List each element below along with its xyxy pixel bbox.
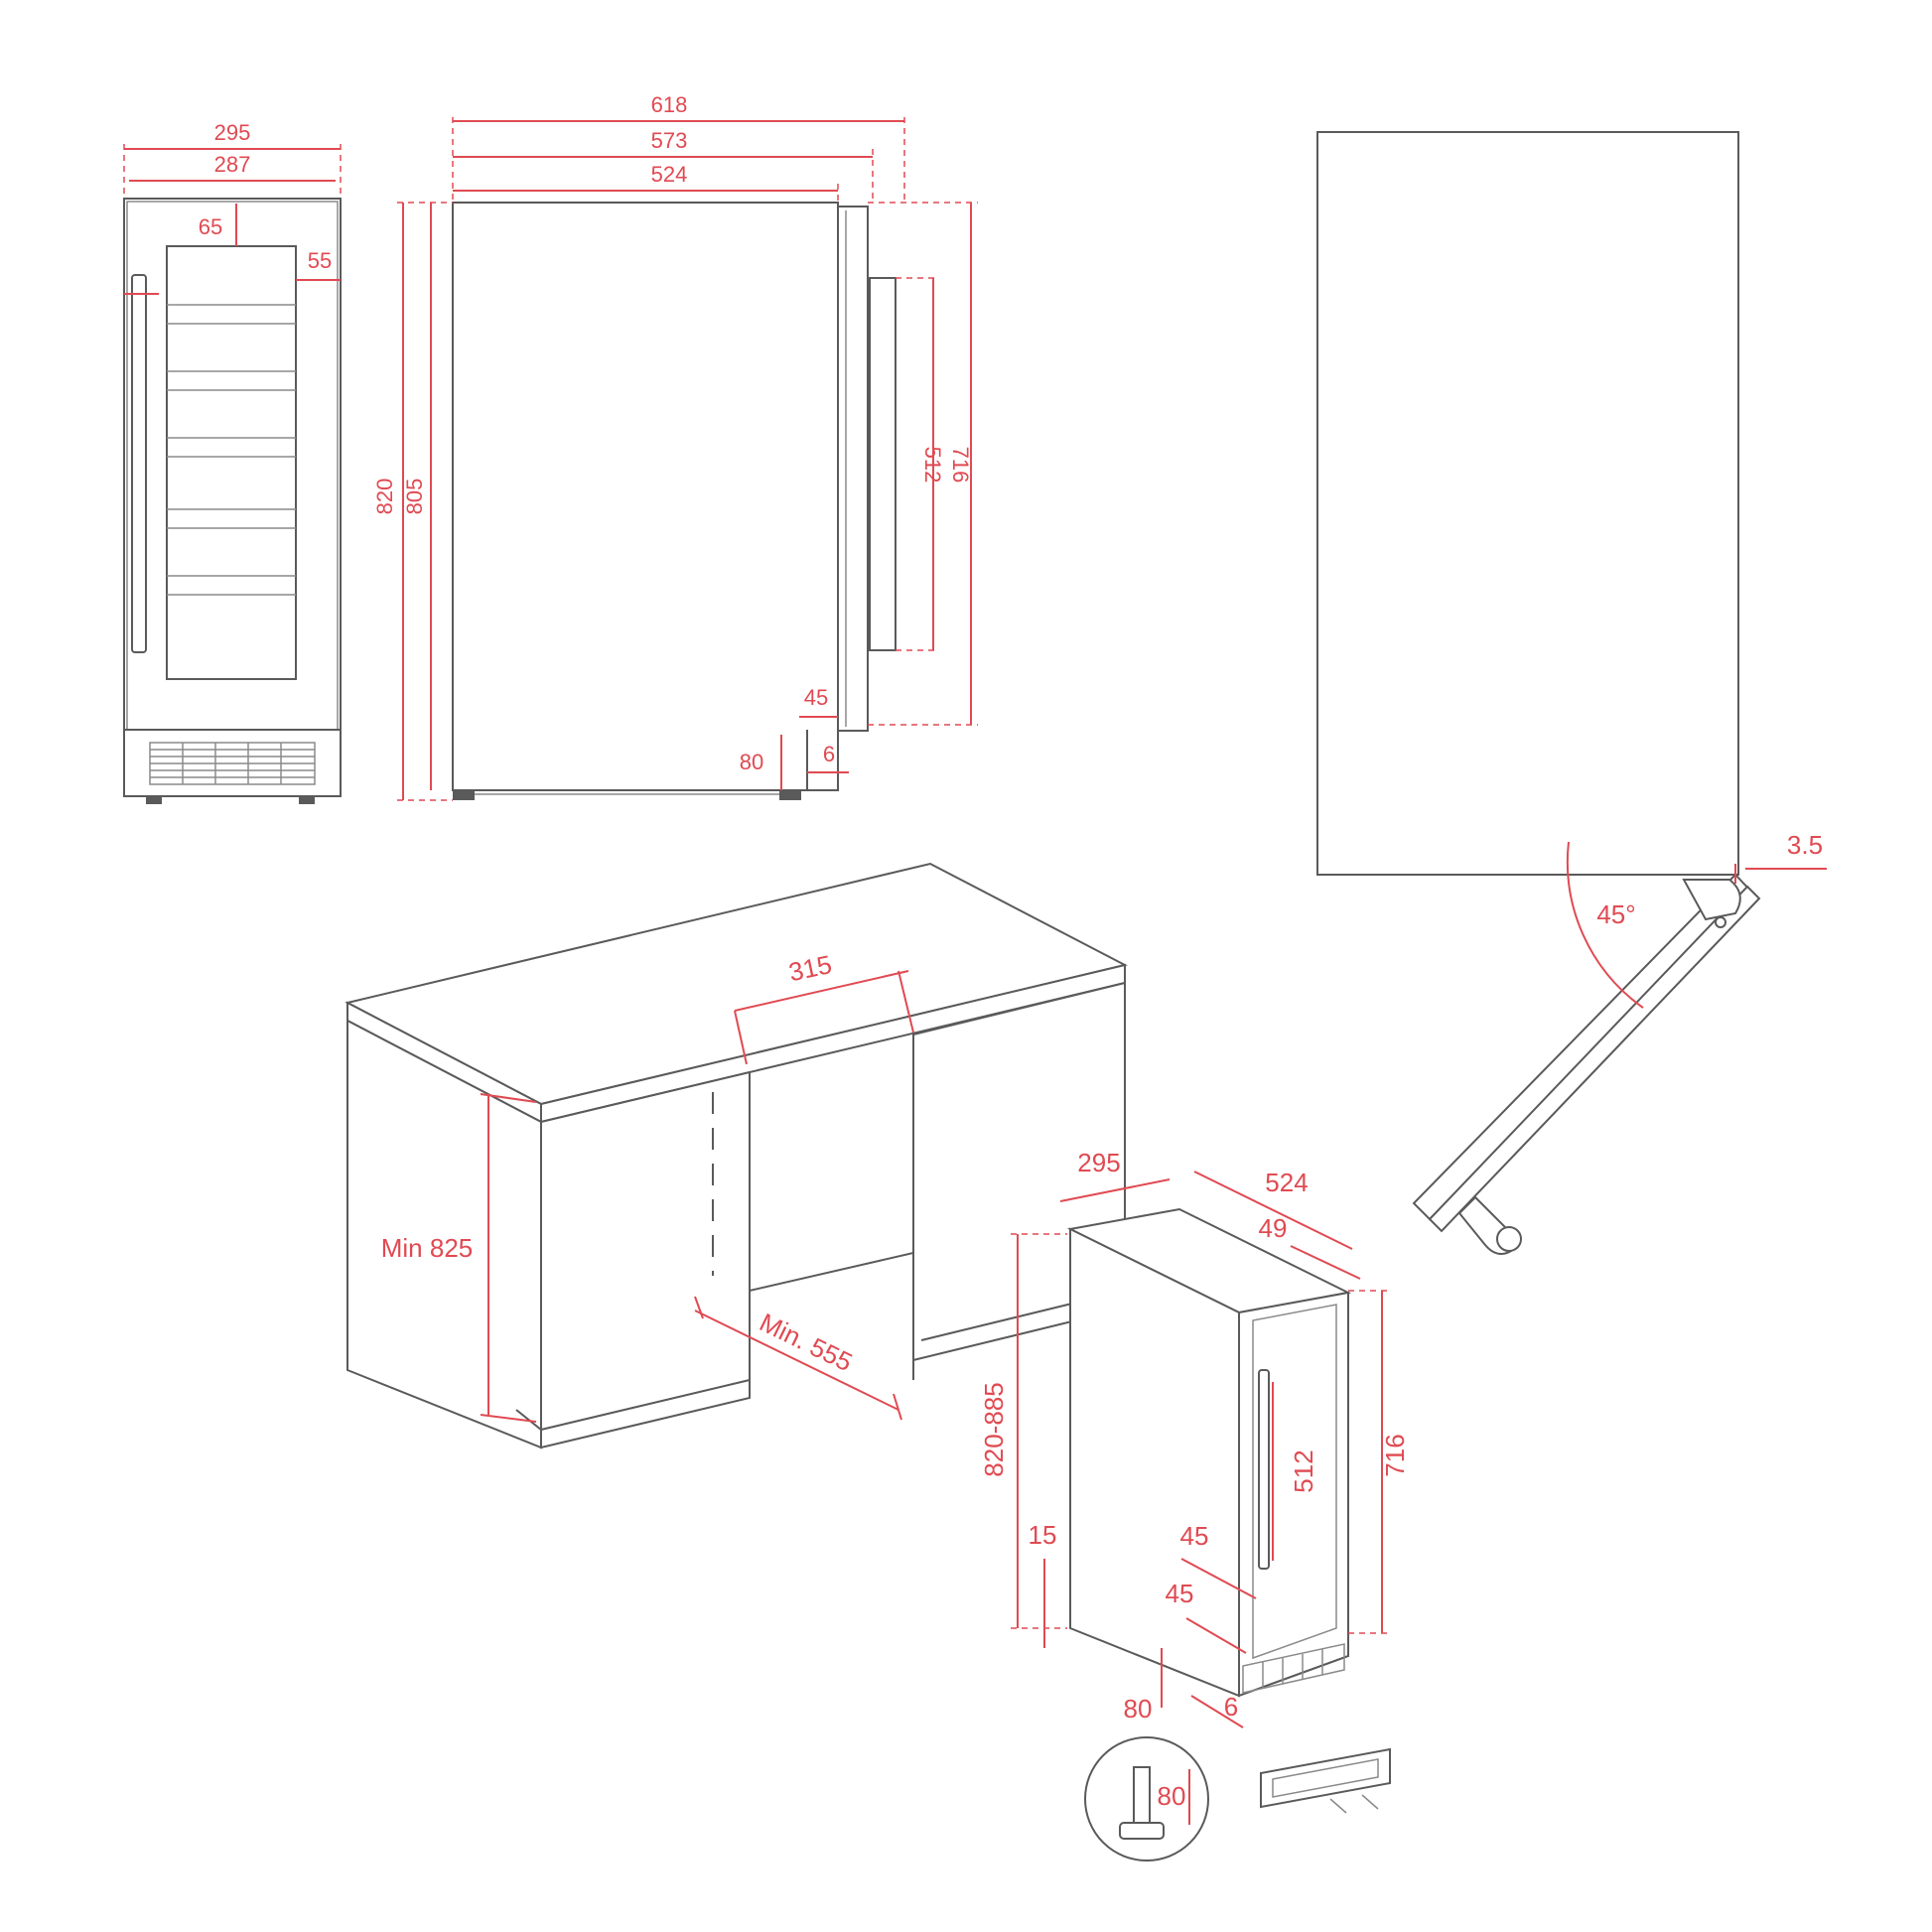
dim-side-depth-total: 618 [651,92,688,117]
dim-front-top-gap: 65 [199,214,222,239]
side-door-profile [837,206,869,732]
dim-side-gap-6: 6 [823,742,835,766]
side-foot-front [779,790,801,800]
dim-front-side-gap: 55 [308,248,332,273]
dim-side-offset-45: 45 [804,685,828,710]
dim-side-handle-length: 512 [920,447,945,483]
dim-front-width-outer: 295 [214,120,251,145]
foot-base [1119,1822,1165,1840]
dim-unit-foot-gap: 15 [1029,1520,1057,1550]
unit-side [1069,1227,1240,1698]
dim-unit-plinth: 80 [1124,1694,1153,1724]
dim-side-plinth-80: 80 [740,750,763,774]
left-cabinet-front [540,1070,751,1449]
top-open-door [1412,873,1753,1221]
dim-unit-door-offset: 49 [1259,1213,1288,1243]
unit-door [1238,1291,1349,1698]
dim-side-door-height: 716 [948,447,973,483]
side-view: 618 573 524 820 805 512 716 45 80 6 [372,92,978,801]
dim-niche-depth: Min. 555 [756,1308,858,1378]
dim-side-height-805: 805 [402,479,427,515]
dim-unit-offset-a: 45 [1180,1521,1209,1551]
dim-top-hinge-gap: 3.5 [1787,830,1823,860]
unit-handle [1258,1369,1270,1570]
dim-unit-depth: 524 [1265,1168,1308,1197]
dim-side-depth-door: 573 [651,128,688,153]
front-foot-right [299,796,315,804]
side-door-handle [869,277,897,651]
top-hinge [1682,879,1741,921]
dim-front-width-inner: 287 [214,152,251,177]
front-glass-panel [166,245,297,680]
installation-view: 315 Min 825 Min. 555 295 524 49 820-885 [345,862,1410,1862]
opening-angle-arc [1566,841,1644,1009]
dim-niche-height: Min 825 [381,1233,474,1263]
side-foot-back [453,790,475,800]
side-cabinet-body [452,202,839,791]
foot-detail-circle [1084,1736,1209,1862]
dim-unit-gap: 6 [1224,1692,1238,1722]
front-foot-left [146,796,162,804]
dim-side-depth-body: 524 [651,162,688,187]
foot-screw [1133,1766,1151,1826]
unit-glass [1252,1304,1337,1660]
dim-unit-offset-b: 45 [1166,1579,1194,1608]
front-door-handle [131,274,147,653]
dim-unit-width: 295 [1077,1148,1120,1177]
front-view: 295 287 65 55 [123,120,342,804]
dim-unit-height-range: 820-885 [979,1382,1009,1476]
dim-foot-adjust: 80 [1158,1781,1186,1811]
dim-side-height-820: 820 [372,479,397,515]
front-vent-grille [149,742,316,785]
top-view: 45° 3.5 [1316,131,1827,1255]
dim-top-opening-angle: 45° [1596,899,1635,929]
unit-vent-grille [1242,1643,1345,1694]
dim-unit-handle-length: 512 [1289,1449,1318,1492]
top-cabinet-outline [1316,131,1739,876]
wine-shelves [167,304,296,596]
dim-unit-door-height: 716 [1380,1434,1410,1476]
front-cabinet-outline [123,198,342,797]
